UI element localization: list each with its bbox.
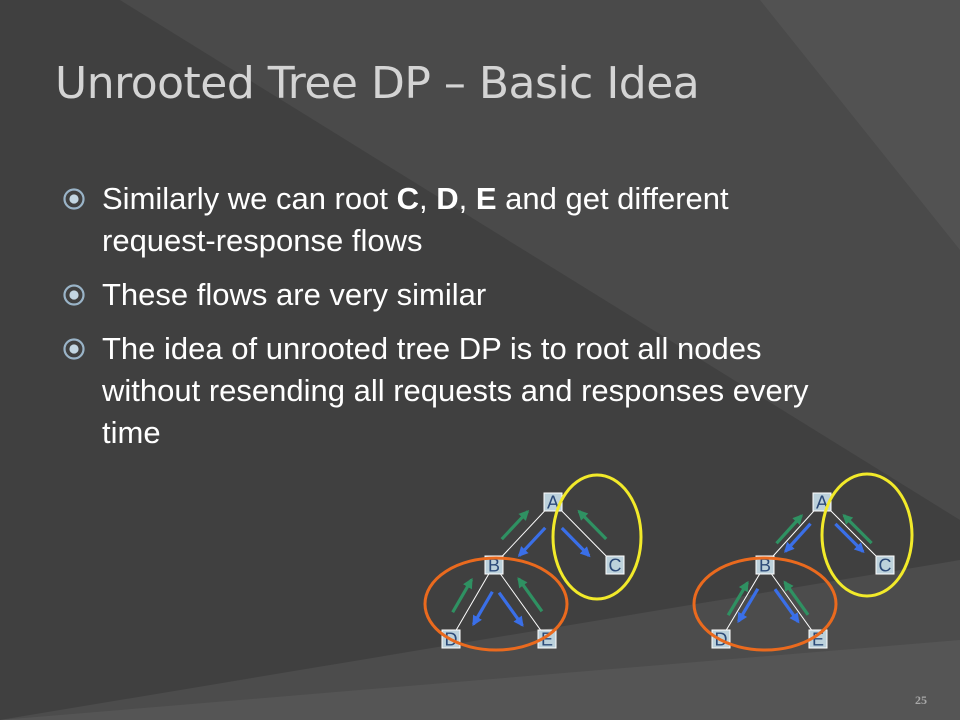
bullet-emphasis: E <box>475 181 497 216</box>
tree-edge-b-d <box>450 564 495 640</box>
request-arrow-b-to-e <box>497 591 524 627</box>
yellow-group-ellipse <box>551 473 643 601</box>
circled-dot-bullet-icon <box>63 284 85 306</box>
response-arrow-c-to-a <box>842 513 873 545</box>
tree-node-b: B <box>755 555 775 576</box>
orange-group-ellipse <box>692 556 838 652</box>
response-arrow-b-to-a <box>500 509 530 541</box>
node-label: B <box>759 556 771 576</box>
bullet-text: , <box>458 181 476 216</box>
response-arrow-d-to-b <box>726 580 749 617</box>
node-label: C <box>609 556 622 576</box>
yellow-group-ellipse <box>820 472 914 598</box>
tree-node-c: C <box>605 555 625 576</box>
circled-dot-bullet-icon <box>63 188 85 210</box>
tree-node-b: B <box>484 555 504 576</box>
request-arrow-a-to-b <box>517 526 547 558</box>
node-box <box>484 555 504 575</box>
circled-dot-bullet-icon <box>63 338 85 360</box>
tree-edge-a-c <box>821 501 886 566</box>
tree-node-e: E <box>808 629 828 650</box>
request-arrow-a-to-c <box>560 526 591 558</box>
tree-edge-b-e <box>764 564 819 640</box>
bullet-item: The idea of unrooted tree DP is to root … <box>62 328 822 454</box>
tree-edge-a-c <box>552 501 616 566</box>
node-box <box>605 555 625 575</box>
bullet-text: These flows are very similar <box>102 277 487 312</box>
node-label: A <box>547 493 559 513</box>
node-label: C <box>879 556 892 576</box>
node-label: A <box>816 493 828 513</box>
tree-edge-b-e <box>493 564 548 640</box>
page-number: 25 <box>915 693 927 707</box>
bullet-emphasis: C <box>396 181 419 216</box>
tree-edge-b-d <box>720 564 766 640</box>
response-arrow-e-to-b <box>517 577 544 613</box>
request-arrow-b-to-d <box>737 587 760 624</box>
bullet-text: Similarly we can root <box>102 181 397 216</box>
response-arrow-d-to-b <box>451 577 473 614</box>
bullet-emphasis: D <box>436 181 459 216</box>
request-arrow-b-to-e <box>773 588 800 624</box>
bullet-item: These flows are very similar <box>62 274 822 316</box>
node-label: E <box>812 630 824 650</box>
request-arrow-a-to-c <box>834 522 865 554</box>
bullet-item: Similarly we can root C, D, E and get di… <box>62 178 822 262</box>
tree-edge-a-b <box>493 501 554 566</box>
node-label: B <box>488 556 500 576</box>
tree-node-c: C <box>875 555 895 576</box>
orange-group-ellipse <box>423 556 569 652</box>
slide-title: Unrooted Tree DP – Basic Idea <box>55 58 700 109</box>
bullet-list: Similarly we can root C, D, E and get di… <box>62 178 822 466</box>
bullet-text: , <box>418 181 437 216</box>
request-arrow-a-to-b <box>784 522 812 553</box>
bullet-text: and get different request-response flows <box>102 181 729 258</box>
response-arrow-e-to-b <box>783 580 810 616</box>
response-arrow-b-to-a <box>775 514 803 545</box>
response-arrow-c-to-a <box>577 509 608 541</box>
node-box <box>755 555 775 575</box>
node-box <box>875 555 895 575</box>
request-arrow-b-to-d <box>472 590 494 627</box>
tree-edge-a-b <box>764 501 823 566</box>
bullet-text: The idea of unrooted tree DP is to root … <box>102 331 809 450</box>
